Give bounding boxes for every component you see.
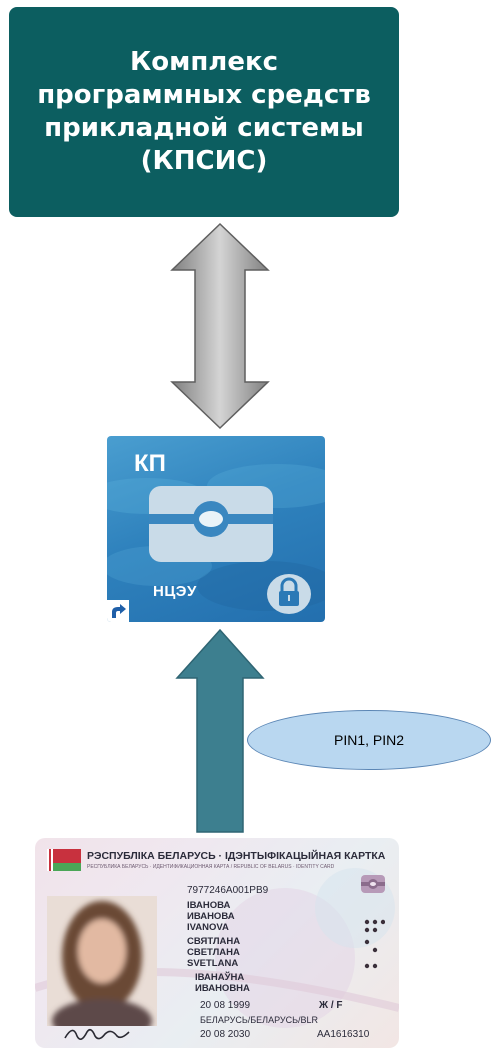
surname-be: ІВАНОВА (187, 900, 231, 911)
belarus-id-card: РЭСПУБЛІКА БЕЛАРУСЬ · ІДЭНТЫФІКАЦЫЙНАЯ К… (35, 838, 399, 1048)
bidirectional-arrow (170, 222, 270, 430)
card-subheader: РЕСПУБЛИКА БЕЛАРУСЬ · ИДЕНТИФИКАЦИОННАЯ … (87, 864, 335, 870)
card-number: AA1616310 (317, 1029, 370, 1040)
holder-photo (47, 896, 157, 1026)
card-header: РЭСПУБЛІКА БЕЛАРУСЬ · ІДЭНТЫФІКАЦЫЙНАЯ К… (87, 850, 386, 862)
surname-en: IVANOVA (187, 922, 229, 933)
kp-icon-background (107, 464, 325, 611)
braille-dots (364, 919, 385, 969)
surname-ru: ИВАНОВА (187, 911, 235, 922)
kp-label: КП (134, 450, 166, 477)
pin-text: PIN1, PIN2 (333, 732, 405, 748)
kp-app-icon[interactable]: КП НЦЭУ (107, 436, 325, 622)
patronymic-ru: ИВАНОВНА (195, 983, 250, 994)
lock-icon (267, 574, 311, 614)
given-name-be: СВЯТЛАНА (187, 936, 241, 947)
nationality: БЕЛАРУСЬ/БЕЛАРУСЬ/BLR (200, 1015, 319, 1025)
card-reader-icon (149, 486, 273, 562)
given-name-en: SVETLANA (187, 958, 239, 969)
ncey-label: НЦЭУ (153, 583, 197, 600)
shortcut-arrow-icon (107, 600, 129, 622)
kpsis-box: Комплекс программных средств прикладной … (9, 7, 399, 217)
expiry-date: 20 08 2030 (200, 1029, 251, 1040)
chip-symbol-icon (361, 875, 385, 893)
signature-image (64, 1028, 130, 1040)
pin-bubble: PIN1, PIN2 (247, 710, 491, 770)
patronymic-be: ІВАНАЎНА (195, 972, 245, 983)
kpsis-box-title: Комплекс программных средств прикладной … (37, 47, 371, 176)
birth-date: 20 08 1999 (200, 1000, 251, 1011)
given-name-ru: СВЕТЛАНА (187, 947, 240, 958)
belarus-flag-icon (47, 849, 81, 871)
card-id-number: 7977246A001PB9 (187, 885, 269, 896)
sex: Ж / F (319, 1000, 343, 1011)
upward-arrow (175, 628, 265, 833)
